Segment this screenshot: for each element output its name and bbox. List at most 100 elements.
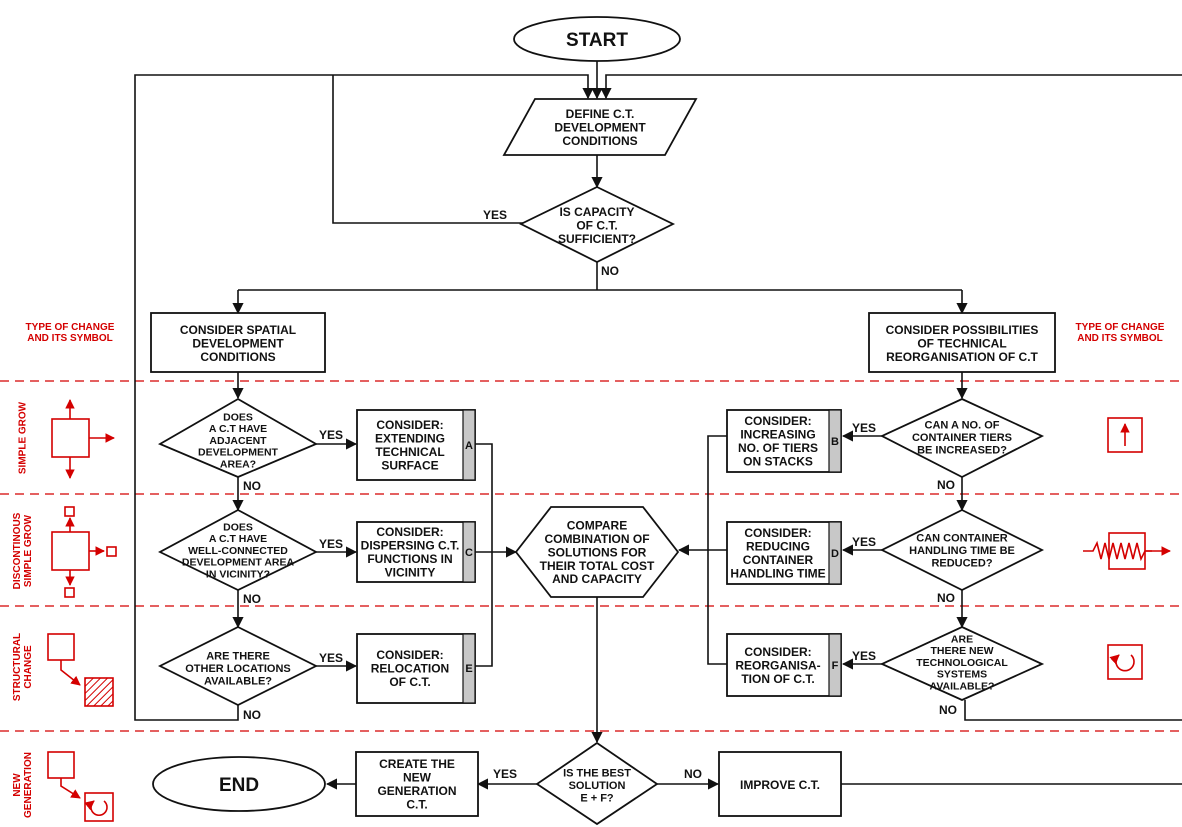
tag-f: F (832, 660, 839, 672)
label-line: CONSIDER: (376, 525, 443, 539)
svg-text:END: END (219, 775, 259, 796)
label-line: GENERATION (23, 752, 34, 818)
section-separators (0, 380, 1182, 732)
label-line: AREA? (220, 458, 256, 470)
label-line: REDUCED? (931, 557, 992, 569)
answer-labels: YES NO YES NO YES NO YES NO YES NO YES N… (243, 208, 957, 781)
label-line: SUFFICIENT? (558, 232, 636, 246)
label-line: C.T. (406, 798, 427, 812)
label-line: AVAILABLE? (930, 680, 995, 692)
label-line: HANDLING TIME BE (909, 545, 1015, 557)
yes-label: YES (493, 767, 517, 781)
label-line: SURFACE (381, 459, 438, 473)
svg-text:CONSIDER:DISPERSING C.T.FUNCTI: CONSIDER:DISPERSING C.T.FUNCTIONS INVICI… (361, 525, 460, 579)
label-line: REDUCING (746, 540, 810, 554)
label-line: CONDITIONS (200, 350, 275, 364)
label-line: COMBINATION OF (544, 532, 649, 546)
label-line: THEIR TOTAL COST (540, 559, 655, 573)
label-line: CAN CONTAINER (916, 533, 1008, 545)
label-line: DEVELOPMENT (554, 120, 646, 134)
tag-b: B (831, 436, 839, 448)
new-generation-symbol-icon (47, 751, 114, 822)
label-line: CONTAINER TIERS (912, 432, 1012, 444)
label-line: AND ITS SYMBOL (27, 333, 113, 344)
label-line: TYPE OF CHANGE (26, 322, 115, 333)
label-line: IS THE BEST (563, 768, 631, 780)
structural-change-symbol-icon (47, 633, 114, 707)
svg-text:SIMPLE GROW: SIMPLE GROW (18, 401, 29, 474)
yes-label: YES (319, 537, 343, 551)
label-line: OF TECHNICAL (917, 336, 1006, 350)
no-label: NO (243, 479, 261, 493)
label-line: DOES (223, 411, 253, 423)
svg-text:CONSIDER:REORGANISA-TION OF C.: CONSIDER:REORGANISA-TION OF C.T. (735, 645, 820, 686)
label-line: TECHNOLOGICAL (916, 657, 1008, 669)
label-line: CONDITIONS (562, 134, 637, 148)
label-line: DOES (223, 521, 253, 533)
label-line: AND CAPACITY (552, 572, 642, 586)
tag-d: D (831, 548, 839, 560)
label-line: CHANGE (23, 645, 34, 689)
label-line: NEW (403, 771, 432, 785)
resistor-spring-icon (1083, 532, 1171, 570)
label-line: OF C.T. (576, 218, 617, 232)
label-line: FUNCTIONS IN (367, 552, 452, 566)
label-line: REORGANISATION OF C.T (886, 350, 1038, 364)
label-line: CONSIDER: (376, 418, 443, 432)
label-line: CONSIDER SPATIAL (180, 323, 296, 337)
label-line: CONSIDER: (376, 648, 443, 662)
no-label: NO (243, 592, 261, 606)
label-line: AVAILABLE? (204, 675, 272, 687)
label-line: SOLUTIONS FOR (548, 545, 647, 559)
no-label: NO (937, 591, 955, 605)
label-line: EXTENDING (375, 432, 445, 446)
label-line: GENERATION (377, 784, 456, 798)
label-line: SOLUTION (569, 780, 626, 792)
label-line: IN VICINITY? (206, 568, 270, 580)
label-line: A C.T HAVE (209, 533, 267, 545)
no-label: NO (601, 264, 619, 278)
label-line: CONSIDER POSSIBILITIES (886, 323, 1039, 337)
label-line: ON STACKS (743, 455, 813, 469)
no-label: NO (937, 478, 955, 492)
connectors (134, 61, 1182, 790)
label-line: THERE NEW (931, 645, 994, 657)
yes-label: YES (852, 421, 876, 435)
label-line: TION OF C.T. (741, 672, 814, 686)
svg-text:NEWGENERATION: NEWGENERATION (12, 752, 34, 818)
label-line: INCREASING (740, 428, 815, 442)
yes-label: YES (483, 208, 507, 222)
label-line: ARE (951, 633, 973, 645)
label-line: REORGANISA- (735, 658, 820, 672)
label-line: DISPERSING C.T. (361, 539, 460, 553)
discontinuous-grow-symbol-icon (51, 506, 117, 598)
box-reorganisation: F CONSIDER:REORGANISA-TION OF C.T. (726, 633, 842, 697)
label-line: VICINITY (385, 566, 436, 580)
label-line: A C.T HAVE (209, 423, 267, 435)
yes-label: YES (319, 651, 343, 665)
